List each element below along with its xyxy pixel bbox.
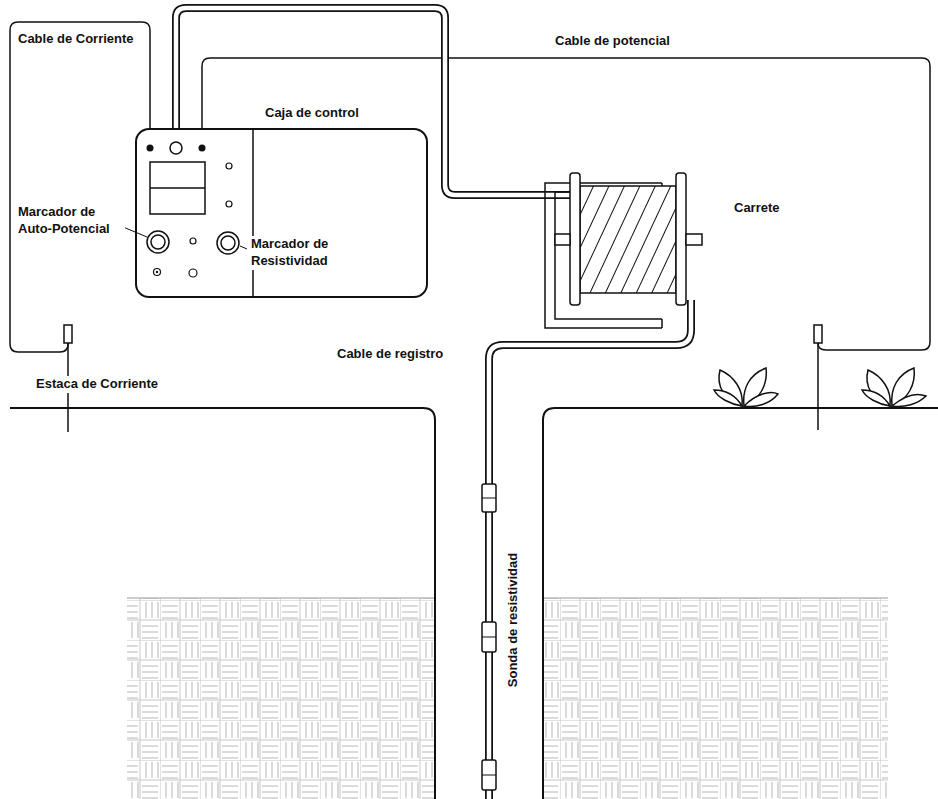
indicator [226,201,232,207]
resistivity-dial [217,232,239,254]
leaf [892,394,926,406]
current-stake [64,325,72,343]
earth-layer [543,598,888,799]
box-heading: Caja de control [263,105,361,120]
indicator [190,238,196,244]
leaf [714,390,742,406]
leader-line [240,246,247,249]
sonde-electrode [482,760,496,790]
leaf [862,390,890,406]
terminal [199,145,206,152]
ground-surface [543,408,938,799]
sonde-electrode [482,637,496,638]
sp-dial [147,231,169,253]
logging-cable [489,300,691,799]
cable-label: Cable de registro [335,346,445,363]
panel-face [137,130,426,296]
reel-flange [676,173,686,305]
reel-drum [580,186,676,293]
reel-axle [686,234,702,245]
sp-dial [151,235,165,249]
switch [156,271,158,273]
dial-label: Marcador de Resistividad [249,236,353,270]
sonde-electrode [482,498,496,499]
cable-socket [170,142,182,154]
potential-stake [814,325,822,343]
reel-flange [570,173,580,305]
plant [714,368,778,407]
part-label: Sonda de resistividad [505,551,522,689]
reel-axle [555,234,570,245]
current-cable [10,22,150,352]
display [150,162,205,214]
potential-stake [817,343,819,430]
part-label: Carrete [732,200,782,217]
indicator [189,269,197,277]
control-box: Caja de control [135,128,428,298]
part-label: Estaca de Corriente [34,376,160,393]
sonde-electrode [482,775,496,776]
display [150,187,205,189]
switch [154,269,161,276]
plant [862,368,926,407]
panel-divider [252,129,254,297]
indicator [226,163,232,169]
cable-label: Cable de potencial [553,33,672,50]
resistivity-dial [221,236,235,250]
logging-cable [489,300,691,799]
earth-layer [127,598,435,799]
dial-label: Marcador de Auto-Potencial [16,204,125,238]
terminal [147,145,154,152]
leaf [744,393,778,407]
cable-label: Cable de Corriente [16,31,136,48]
ground-surface [10,408,435,799]
sonde-electrode [482,622,496,652]
sonde-electrode [482,484,496,512]
